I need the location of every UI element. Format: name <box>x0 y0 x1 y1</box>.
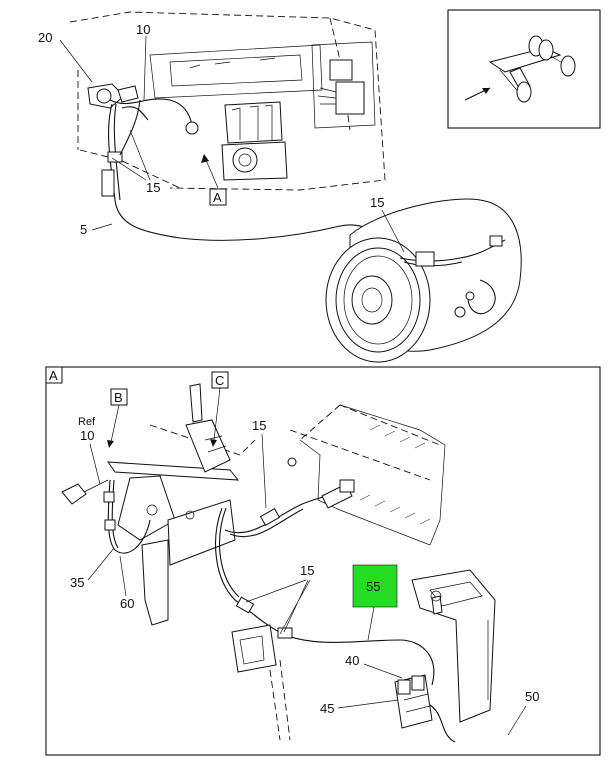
callout-55-badge[interactable]: 55 <box>352 564 398 608</box>
callout-10-ref: 10 <box>80 428 94 443</box>
callout-15-low: 15 <box>300 563 314 578</box>
callout-5: 5 <box>80 222 87 237</box>
callout-15-top-right: 15 <box>370 195 384 210</box>
callout-20: 20 <box>38 30 52 45</box>
callout-C: C <box>215 373 224 388</box>
callout-15-mid: 15 <box>252 418 266 433</box>
panel-callouts: B C Ref 10 15 15 35 60 40 45 50 <box>70 371 539 736</box>
top-callouts: 20 10 15 5 15 A <box>38 22 405 253</box>
detail-panel-a: A <box>45 366 601 756</box>
top-assembly <box>69 11 401 259</box>
callout-A-top: A <box>213 190 222 205</box>
callout-50: 50 <box>525 689 539 704</box>
compressor <box>325 198 522 363</box>
callout-B: B <box>114 390 123 405</box>
locator-inset <box>447 9 601 129</box>
callout-55: 55 <box>366 579 380 594</box>
callout-A-panel: A <box>49 368 58 383</box>
callout-35: 35 <box>70 575 84 590</box>
callout-60: 60 <box>120 596 134 611</box>
callout-ref: Ref <box>78 416 96 428</box>
callout-45: 45 <box>320 701 334 716</box>
callout-40: 40 <box>345 653 359 668</box>
callout-10-top: 10 <box>136 22 150 37</box>
callout-15-top-left: 15 <box>146 180 160 195</box>
